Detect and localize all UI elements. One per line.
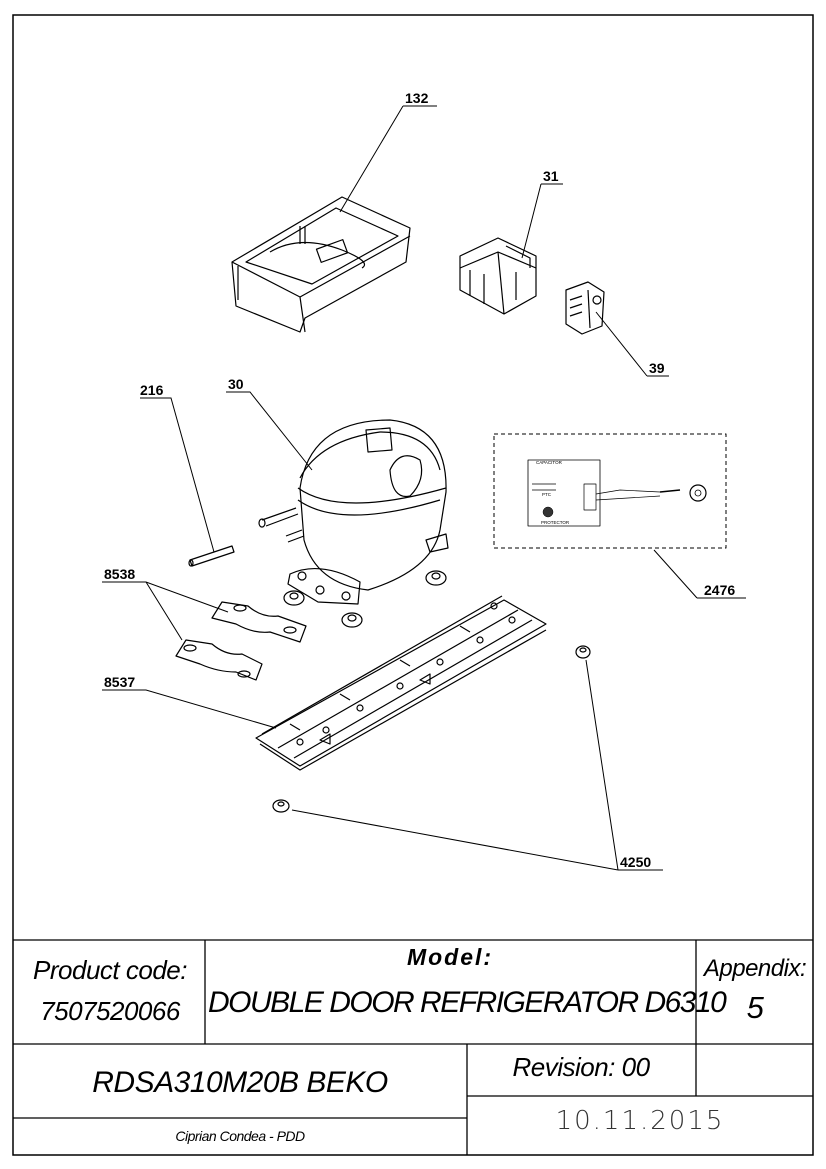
- sheet-border: [12, 14, 814, 1156]
- product-code-value: 7507520066: [40, 996, 180, 1026]
- appendix-label: Appendix:: [703, 955, 807, 982]
- part-8537-rail: [255, 595, 547, 771]
- callout-2476: 2476: [704, 582, 735, 598]
- leader-lines: [102, 105, 746, 871]
- part-30-compressor: [258, 419, 449, 605]
- part-39-ptc-relay: [565, 281, 605, 335]
- grommets-compressor: [283, 570, 447, 628]
- callout-31: 31: [543, 168, 559, 184]
- callout-30: 30: [228, 376, 244, 392]
- revision: Revision: 00: [512, 1052, 650, 1082]
- model-label: Model:: [406, 944, 494, 970]
- part-8538-brackets: [175, 601, 307, 681]
- title-block-grid: [13, 939, 813, 1155]
- product-code-label: Product code:: [33, 955, 187, 985]
- drawing-date: 10.11.2015: [555, 1106, 725, 1136]
- callout-4250: 4250: [620, 854, 651, 870]
- ptc-label: PTC: [542, 492, 552, 497]
- callout-8538: 8538: [104, 566, 135, 582]
- protector-label: PROTECTOR: [541, 520, 570, 525]
- callout-216: 216: [140, 382, 164, 398]
- part-216-pin: [188, 545, 235, 567]
- callout-39: 39: [649, 360, 665, 376]
- author: Ciprian Condea - PDD: [175, 1128, 305, 1144]
- part-4250-grommets: [272, 645, 591, 813]
- callout-132: 132: [405, 90, 429, 106]
- model-value: DOUBLE DOOR REFRIGERATOR D6310: [208, 986, 727, 1019]
- capacitor-label: CAPACITOR: [536, 460, 563, 465]
- part-2476-wiring: [493, 433, 727, 549]
- model-code: RDSA310M20B BEKO: [92, 1066, 388, 1099]
- part-132-cover: [231, 196, 411, 333]
- callout-8537: 8537: [104, 674, 135, 690]
- part-31-relay-cover: [459, 237, 537, 315]
- appendix-value: 5: [746, 990, 764, 1025]
